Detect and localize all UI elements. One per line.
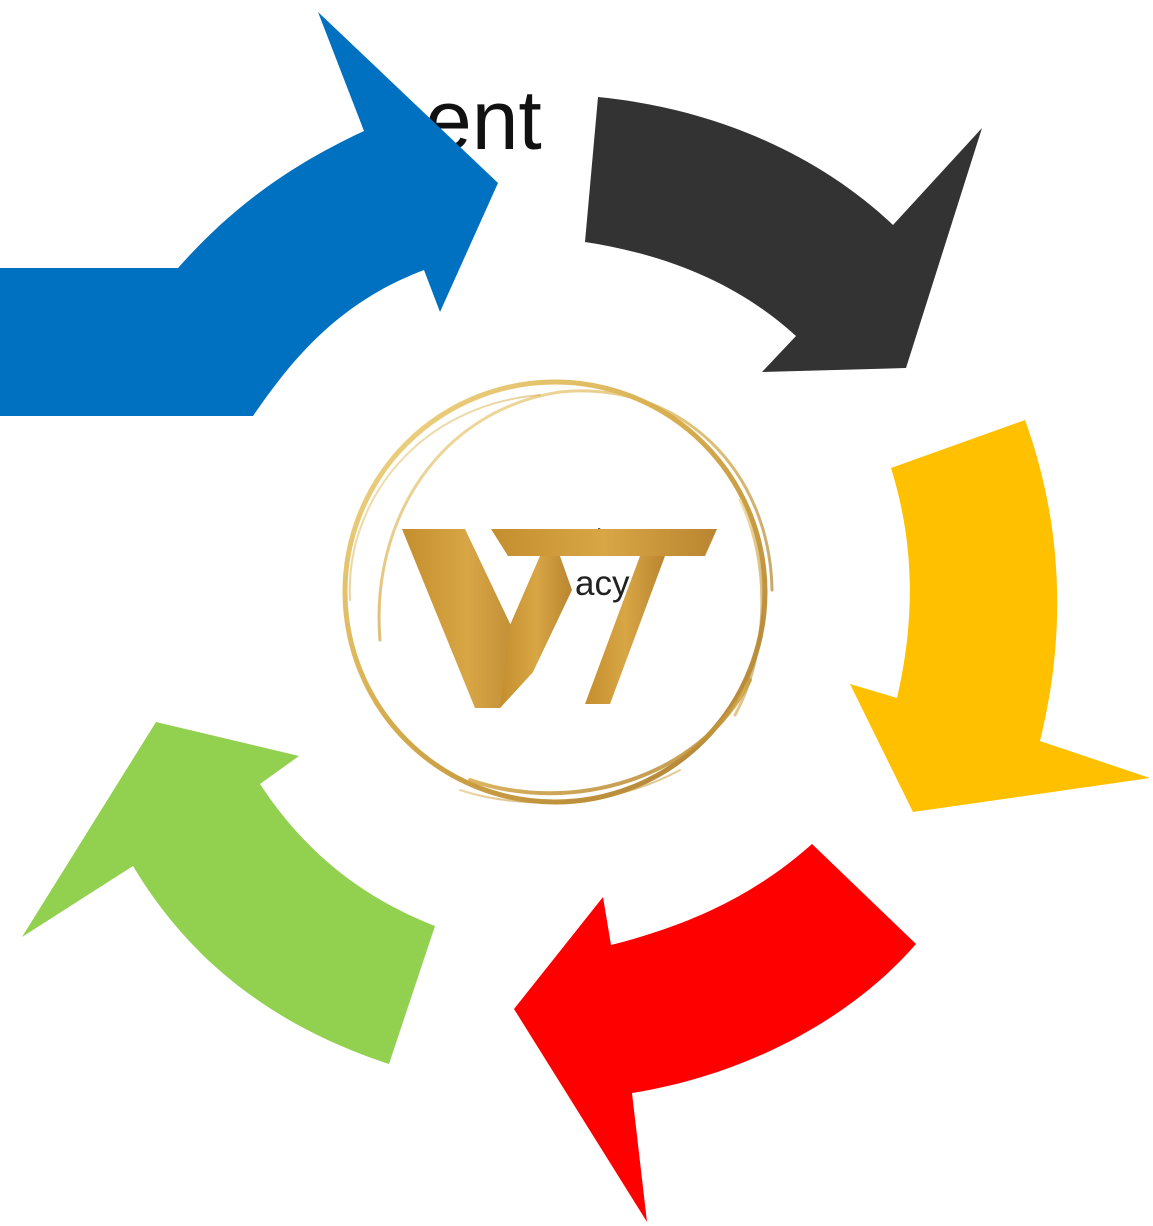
- dark-gray-arrow: [585, 97, 982, 372]
- blue-arrow: [0, 12, 498, 416]
- logo-ring: [342, 379, 774, 805]
- yellow-arrow: [850, 420, 1150, 812]
- logo-vt-mark: [402, 529, 717, 708]
- center-logo: [342, 379, 774, 805]
- green-arrow: [22, 722, 435, 1064]
- red-arrow: [514, 844, 916, 1222]
